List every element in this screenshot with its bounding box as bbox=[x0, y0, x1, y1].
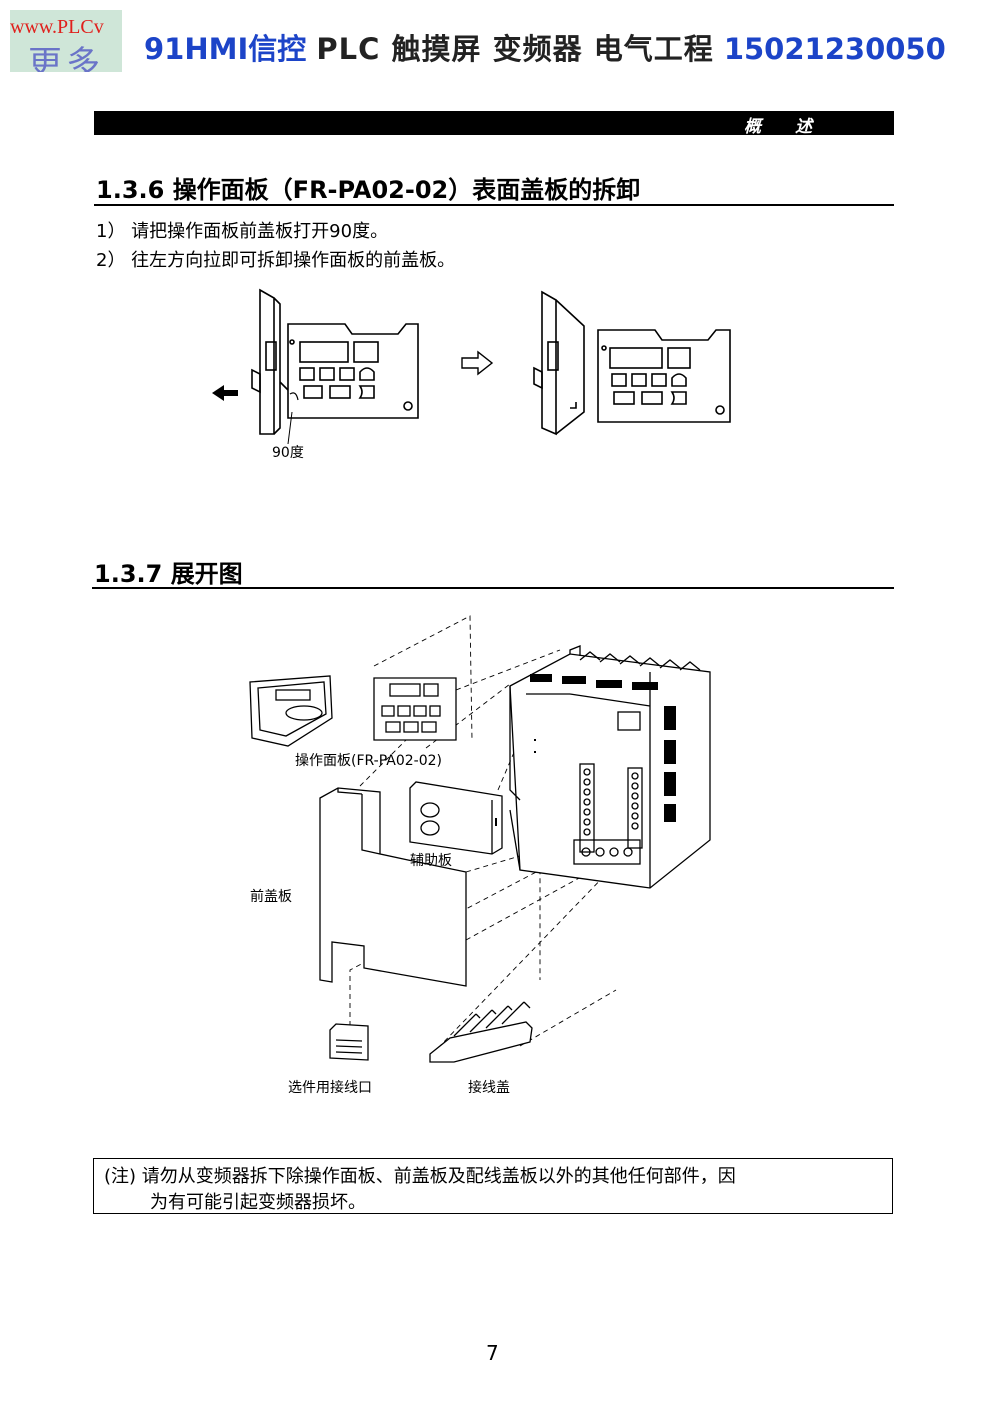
option-port-part bbox=[329, 1023, 369, 1061]
opened-cover-left bbox=[251, 288, 293, 435]
brand-phone: 15021230050 bbox=[723, 32, 946, 66]
logo-chars-text: 更多资 bbox=[28, 44, 104, 72]
main-terminal bbox=[573, 839, 641, 865]
terminal-block-right bbox=[627, 767, 643, 849]
logo-watermark: www.PLCv 更多资 bbox=[10, 10, 122, 72]
section-137-title: 1.3.7 展开图 bbox=[94, 560, 243, 588]
section-136-rule bbox=[94, 204, 894, 206]
arrow-right-icon bbox=[461, 350, 494, 376]
inverter-body bbox=[509, 645, 711, 889]
arrow-left-icon bbox=[212, 385, 224, 401]
rj45-port bbox=[617, 711, 641, 731]
panel-body-left bbox=[287, 323, 419, 419]
heatsink-fins bbox=[579, 651, 701, 671]
step-1: 1） 请把操作面板前盖板打开90度。 bbox=[96, 221, 389, 242]
brand-91: 91 bbox=[144, 32, 185, 66]
label-option-port: 选件用接线口 bbox=[288, 1080, 372, 1096]
brand-cn: 信控 bbox=[248, 32, 307, 66]
page-number: 7 bbox=[486, 1341, 499, 1365]
terminal-block-left bbox=[579, 763, 595, 853]
label-aux-board: 辅助板 bbox=[410, 853, 452, 869]
section-137-rule bbox=[92, 587, 894, 589]
label-front-cover: 前盖板 bbox=[250, 889, 292, 905]
label-wiring-cover: 接线盖 bbox=[468, 1080, 510, 1096]
front-cover-part bbox=[319, 787, 467, 987]
vent-slots bbox=[530, 674, 676, 822]
cover-removal-figure bbox=[212, 288, 731, 445]
label-operation-panel: 操作面板(FR-PA02-02) bbox=[295, 753, 442, 769]
brand-banner: 91HMI信控 PLC 触摸屏 变频器 电气工程 15021230050 bbox=[144, 26, 946, 68]
section-header-bar: 概述 bbox=[94, 111, 894, 137]
removed-cover-right bbox=[533, 290, 585, 436]
note-box: (注) 请勿从变频器拆下除操作面板、前盖板及配线盖板以外的其他任何部件，因 为有… bbox=[93, 1158, 893, 1214]
brand-hmi: HMI bbox=[184, 32, 249, 66]
section-label: 概述 bbox=[744, 117, 846, 137]
panel-body-right bbox=[597, 329, 731, 423]
operation-panel bbox=[373, 677, 457, 741]
note-line-1: (注) 请勿从变频器拆下除操作面板、前盖板及配线盖板以外的其他任何部件，因 bbox=[104, 1166, 736, 1187]
angle-label: 90度 bbox=[272, 445, 304, 461]
exploded-view-figure bbox=[249, 615, 711, 1063]
step-2: 2） 往左方向拉即可拆卸操作面板的前盖板。 bbox=[96, 250, 456, 271]
wiring-cover-part bbox=[429, 1001, 533, 1063]
note-line-2: 为有可能引起变频器损坏。 bbox=[150, 1192, 366, 1213]
section-136-title: 1.3.6 操作面板（FR-PA02-02）表面盖板的拆卸 bbox=[96, 176, 641, 204]
brand-services: PLC 触摸屏 变频器 电气工程 bbox=[316, 32, 714, 66]
aux-board bbox=[409, 781, 503, 855]
panel-front-cover bbox=[249, 675, 333, 747]
logo-url-text: www.PLCv bbox=[10, 16, 104, 38]
